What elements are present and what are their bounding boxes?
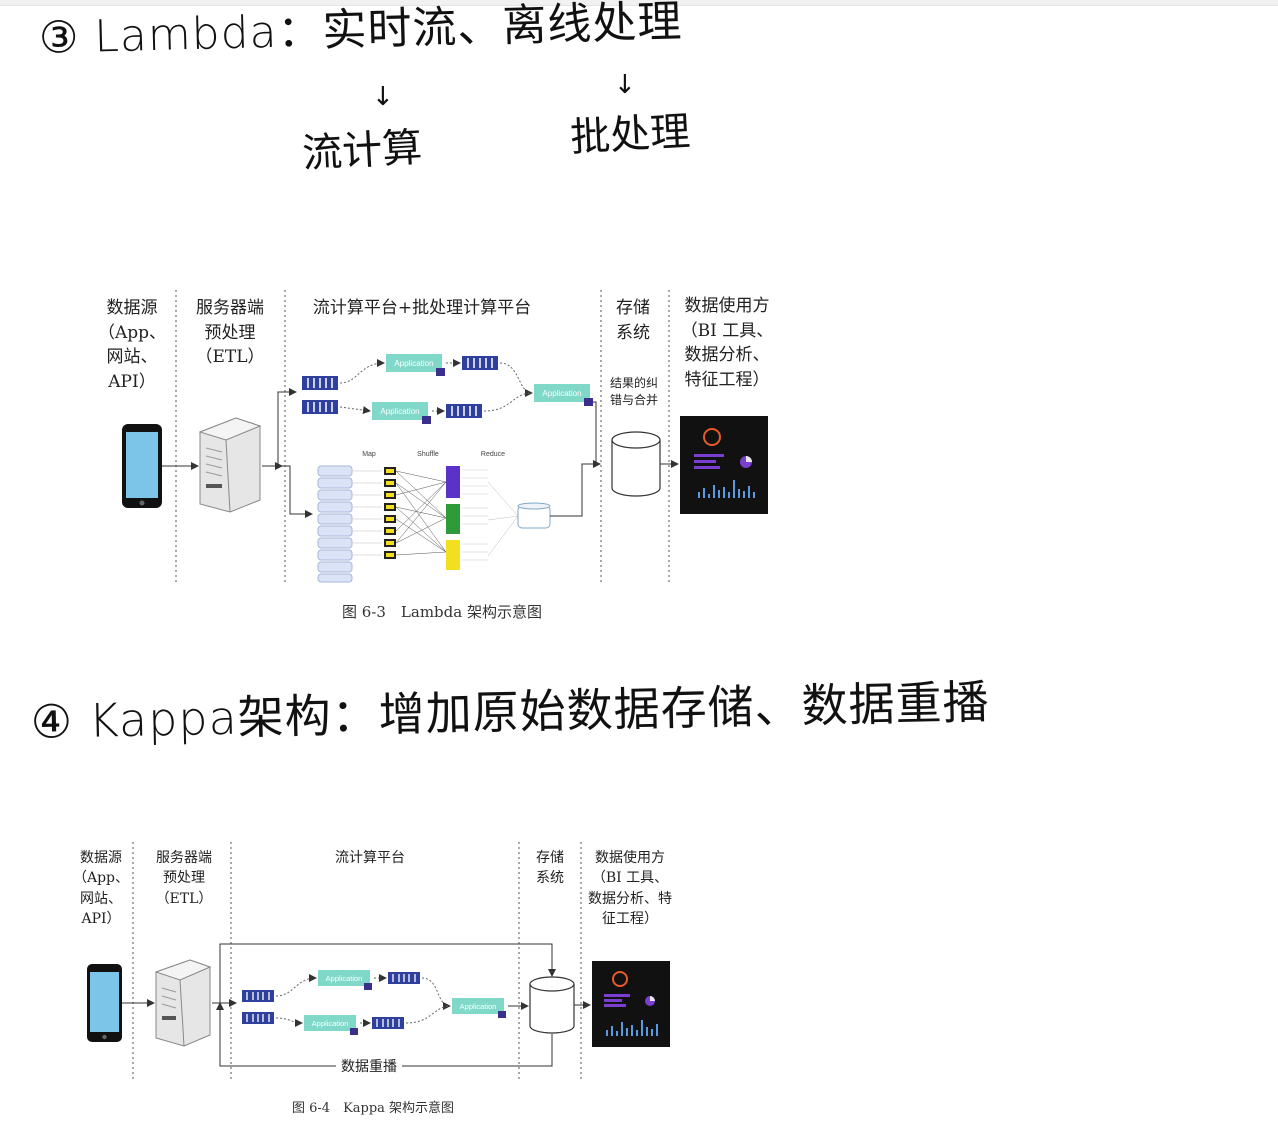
kappa-stream-queues — [242, 972, 420, 1029]
lambda-server-icon — [198, 417, 262, 513]
lambda-app-boxes — [372, 354, 593, 424]
down-arrow-icon: ↓ — [614, 70, 636, 100]
lambda-col-storage: 存储 系统 — [616, 298, 650, 343]
kappa-app-label: Application — [312, 1019, 349, 1028]
kappa-phone-icon — [87, 964, 122, 1042]
lambda-diagram-svg: Application Application Application Map … — [122, 290, 768, 583]
lambda-storage-db-icon — [611, 431, 661, 497]
kappa-server-icon — [154, 959, 212, 1047]
kappa-caption: 图 6-4 Kappa 架构示意图 — [292, 1101, 455, 1116]
lambda-app-label: Application — [380, 407, 419, 416]
lambda-col-source: 数据源 （App、 网站、 API） — [97, 298, 167, 392]
lambda-column-dividers — [175, 290, 670, 582]
lambda-reduce-partitions — [446, 466, 551, 570]
kappa-app-label: Application — [326, 974, 363, 983]
lambda-col-platform: 流计算平台+批处理计算平台 — [312, 298, 532, 318]
lambda-stream-queues — [302, 356, 498, 418]
kappa-app-label: Application — [460, 1002, 497, 1011]
lambda-reduce-label: Reduce — [481, 451, 505, 458]
lambda-caption: 图 6-3 Lambda 架构示意图 — [342, 603, 542, 621]
kappa-app-boxes — [304, 970, 506, 1035]
lambda-app-label: Application — [542, 389, 581, 398]
kappa-storage-db-icon — [529, 976, 575, 1034]
lambda-map-label: Map — [362, 451, 376, 458]
lambda-phone-icon — [122, 424, 162, 508]
kappa-replay-label: 数据重播 — [341, 1058, 397, 1074]
kappa-col-source: 数据源 （App、 网站、 API） — [72, 850, 130, 927]
lambda-map-tasks — [352, 467, 396, 559]
lambda-shuffle-label: Shuffle — [417, 451, 439, 458]
lambda-dashboard-icon — [680, 416, 768, 514]
kappa-dashboard-icon — [592, 961, 670, 1047]
lambda-shuffle-lines — [395, 470, 447, 556]
lambda-col-server: 服务器端 预处理 （ETL） — [195, 298, 265, 368]
lambda-merge-note: 结果的纠 错与合并 — [609, 376, 658, 408]
lambda-app-label: Application — [394, 359, 433, 368]
lambda-architecture-figure: 数据源 （App、 网站、 API） 服务器端 预处理 （ETL） 流计算平台+… — [97, 290, 774, 621]
kappa-col-storage: 存储 系统 — [536, 850, 564, 887]
down-arrow-icon: ↓ — [372, 82, 394, 112]
lambda-col-consumer: 数据使用方 （BI 工具、 数据分析、 特征工程） — [680, 296, 774, 390]
window-top-bar — [0, 0, 1278, 6]
kappa-col-consumer: 数据使用方 （BI 工具、 数据分析、特 征工程） — [588, 850, 672, 927]
kappa-col-platform: 流计算平台 — [335, 850, 405, 866]
kappa-column-dividers — [132, 842, 582, 1080]
kappa-col-server: 服务器端 预处理 （ETL） — [155, 850, 213, 907]
